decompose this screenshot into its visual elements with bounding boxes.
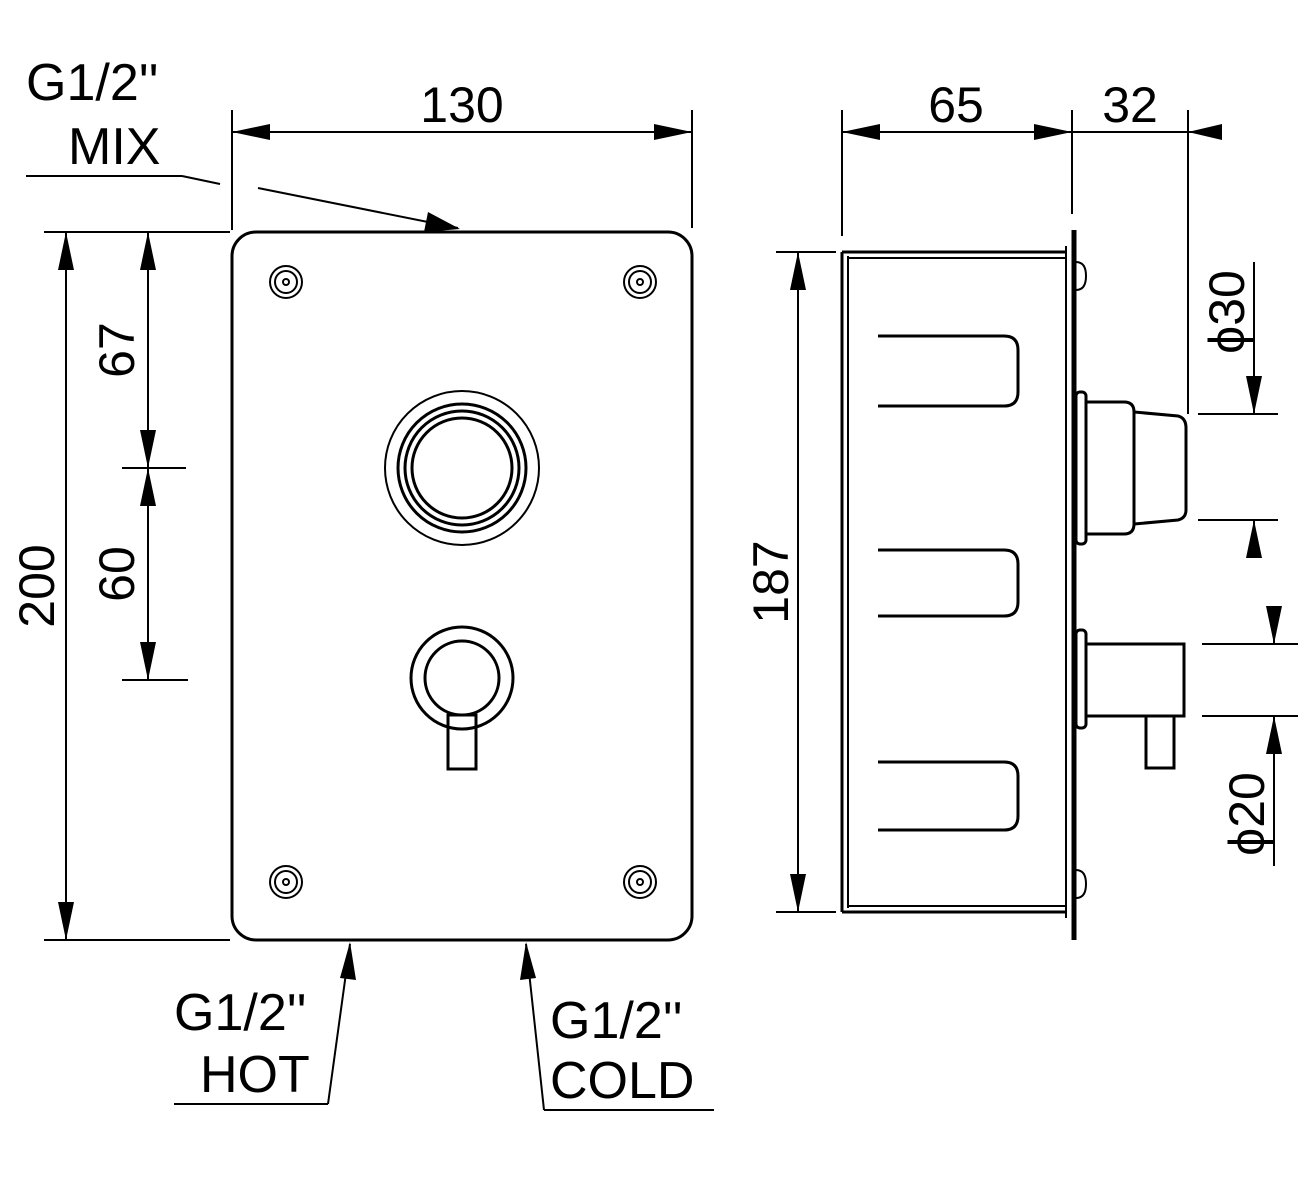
mix-thread-label: G1/2''	[26, 54, 159, 112]
screw-top-right	[623, 265, 657, 299]
side-view: 65 32 187 ϕ30	[743, 77, 1298, 940]
dim-width-label: 130	[420, 77, 503, 133]
dim-height-body-label: 187	[743, 540, 799, 623]
mount-slots	[878, 334, 1020, 832]
dim-height-total-label: 200	[9, 544, 65, 627]
dim-knob-diameter-label: ϕ30	[1199, 270, 1255, 354]
mounting-plate	[1071, 230, 1088, 940]
dim-spout-diameter-label: ϕ20	[1219, 772, 1275, 856]
hot-callout: G1/2'' HOT	[174, 942, 356, 1105]
cold-callout: G1/2'' COLD	[520, 942, 714, 1111]
hot-label: HOT	[200, 1046, 310, 1104]
dim-height-top-label: 67	[89, 322, 145, 378]
dimension-knob-diameter: ϕ30	[1198, 262, 1278, 558]
dimension-height-body: 187	[743, 251, 836, 913]
front-view: 130 200 67 60 G1/2''	[9, 54, 714, 1111]
dimension-depth-extra: 32	[1072, 77, 1222, 414]
cover-plate	[230, 230, 694, 942]
mix-label: MIX	[68, 118, 160, 176]
dim-depth-label: 65	[928, 77, 984, 133]
hot-thread-label: G1/2''	[174, 984, 307, 1042]
dimension-width: 130	[231, 77, 693, 230]
dimension-height-mid: 60	[89, 468, 188, 681]
cold-thread-label: G1/2''	[550, 992, 683, 1050]
mix-callout: G1/2'' MIX	[26, 54, 460, 232]
dim-height-mid-label: 60	[89, 546, 145, 602]
screw-bottom-right	[623, 865, 657, 899]
dimension-height-total: 200	[9, 231, 230, 941]
valve-body	[840, 246, 1067, 918]
diverter-lever	[409, 625, 515, 771]
dim-depth-extra-label: 32	[1102, 77, 1158, 133]
dimension-spout-diameter: ϕ20	[1202, 606, 1298, 866]
thermostat-knob	[384, 390, 540, 546]
screw-bottom-left	[269, 865, 303, 899]
screw-top-left	[269, 265, 303, 299]
cold-label: COLD	[550, 1052, 694, 1110]
dimension-depth: 65	[841, 77, 1073, 236]
knob-side	[1074, 390, 1188, 546]
dimension-height-top: 67	[89, 232, 186, 469]
spout-side	[1074, 628, 1186, 770]
